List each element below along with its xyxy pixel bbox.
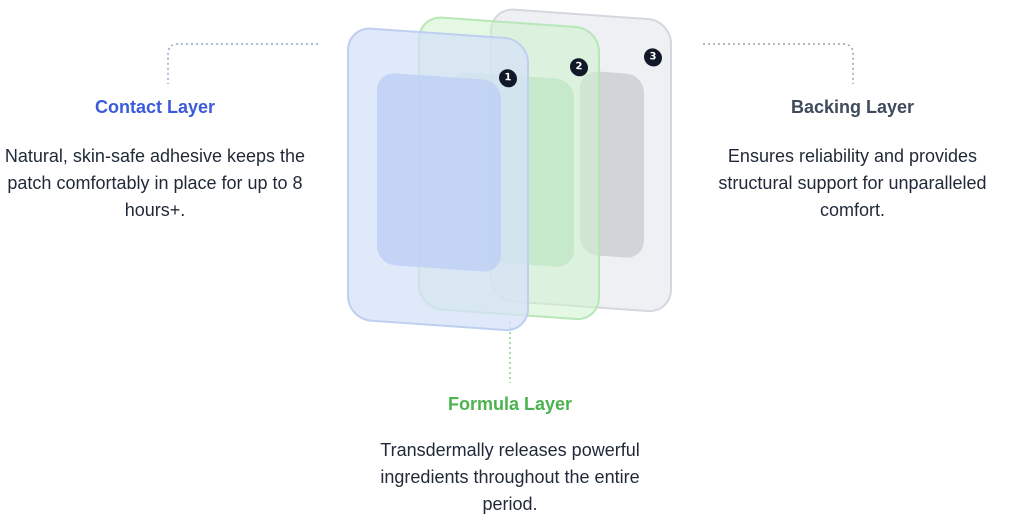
backing-layer-description: Ensures reliability and provides structu… bbox=[718, 146, 987, 220]
contact-layer-number-badge: 1 bbox=[499, 68, 517, 88]
contact-layer-inner bbox=[377, 72, 501, 273]
formula-layer-title: Formula Layer bbox=[447, 394, 573, 414]
formula-layer-number-badge: 2 bbox=[570, 57, 588, 77]
backing-layer-title: Backing Layer bbox=[790, 97, 915, 117]
contact-connector-line bbox=[167, 43, 318, 84]
contact-layer-description: Natural, skin-safe adhesive keeps the pa… bbox=[4, 146, 306, 220]
backing-connector-line bbox=[703, 43, 854, 84]
formula-layer-description: Transdermally releases powerful ingredie… bbox=[380, 440, 640, 514]
backing-layer-number-badge: 3 bbox=[644, 47, 662, 68]
contact-layer-card: 1 bbox=[347, 26, 529, 333]
contact-layer-title: Contact Layer bbox=[94, 97, 216, 117]
